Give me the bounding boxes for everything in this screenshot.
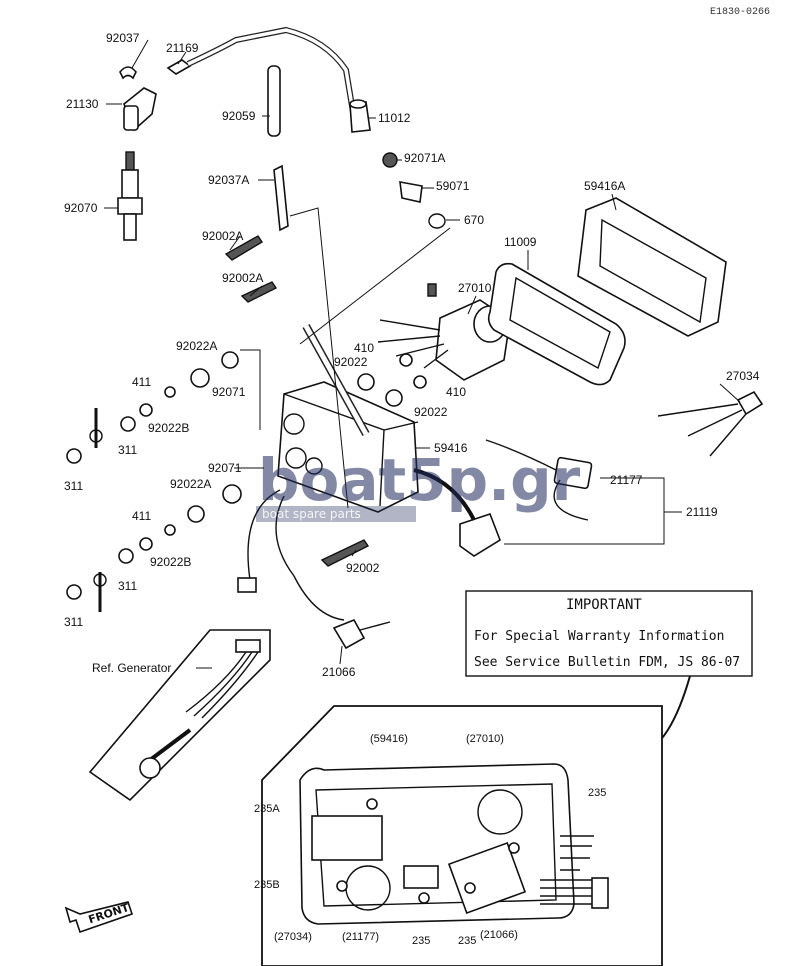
label-27010: 27010	[458, 281, 492, 295]
label-92002: 92002	[346, 561, 380, 575]
relay-21177	[413, 439, 593, 557]
leader-lines	[104, 39, 741, 669]
label-311-3: 311	[118, 579, 137, 593]
label-21177: 21177	[610, 473, 643, 487]
front-arrow	[64, 901, 134, 934]
gasket-11009	[487, 262, 626, 386]
label-311-1: 311	[118, 443, 137, 457]
label-21169: 21169	[166, 41, 199, 55]
detail-label-59416: (59416)	[370, 733, 408, 745]
important-line-1: For Special Warranty Information	[474, 629, 724, 644]
label-11012: 11012	[378, 111, 411, 125]
label-21119: 21119	[686, 505, 718, 519]
bracket-21119	[504, 477, 665, 545]
label-92022-1: 92022	[334, 355, 368, 369]
label-92022A-1: 92022A	[176, 339, 217, 353]
ref-generator-inset	[88, 629, 271, 802]
label-410-1: 410	[354, 341, 374, 355]
detail-label-27010: (27010)	[466, 733, 504, 745]
label-92022B-1: 92022B	[148, 421, 189, 435]
label-ref-generator: Ref. Generator	[92, 661, 171, 675]
detail-label-235-bot2: 235	[458, 935, 476, 947]
cover-59416A	[577, 197, 727, 337]
watermark-brand: boat5p.gr	[258, 446, 581, 514]
label-410-2: 410	[446, 385, 466, 399]
label-92071-1: 92071	[212, 385, 246, 399]
label-92071-2: 92071	[208, 461, 242, 475]
label-92022B-2: 92022B	[150, 555, 191, 569]
label-92002A-1: 92002A	[202, 229, 243, 243]
detail-label-21066: (21066)	[480, 929, 518, 941]
label-92070: 92070	[64, 201, 98, 215]
important-box	[465, 590, 753, 756]
solenoid-27010	[357, 283, 511, 407]
watermark-tagline: boat spare parts	[262, 507, 361, 521]
spark-plug-group	[66, 26, 446, 612]
label-92037A: 92037A	[208, 173, 249, 187]
detail-label-235-top: 235	[588, 787, 606, 799]
watermark: boat5p.gr boat spare parts	[256, 446, 581, 522]
label-411-1: 411	[132, 375, 151, 389]
label-21130: 21130	[66, 97, 99, 111]
label-92002A-2: 92002A	[222, 271, 263, 285]
detail-label-235-bot1: 235	[412, 935, 430, 947]
important-line-2: See Service Bulletin FDM, JS 86-07	[474, 655, 740, 670]
label-670: 670	[464, 213, 484, 227]
label-311-4: 311	[64, 615, 83, 629]
label-92022-2: 92022	[414, 405, 448, 419]
label-92022A-2: 92022A	[170, 477, 211, 491]
important-title: IMPORTANT	[566, 597, 642, 613]
label-59416A: 59416A	[584, 179, 625, 193]
label-21066: 21066	[322, 665, 356, 679]
detail-label-21177: (21177)	[342, 931, 379, 943]
sensor-27034	[657, 390, 764, 457]
label-311-2: 311	[64, 479, 83, 493]
label-92037: 92037	[106, 31, 140, 45]
detail-box	[261, 705, 663, 966]
electric-box-59416	[277, 207, 451, 513]
detail-label-27034: (27034)	[274, 931, 312, 943]
ref-code: E1830-0266	[710, 7, 770, 18]
label-59071: 59071	[436, 179, 470, 193]
label-92059: 92059	[222, 109, 256, 123]
detail-label-235A: 235A	[254, 803, 280, 815]
label-27034: 27034	[726, 369, 760, 383]
label-59416: 59416	[434, 441, 468, 455]
label-92071A: 92071A	[404, 151, 445, 165]
detail-label-235B: 235B	[254, 879, 280, 891]
label-411-2: 411	[132, 509, 151, 523]
label-11009: 11009	[504, 235, 537, 249]
